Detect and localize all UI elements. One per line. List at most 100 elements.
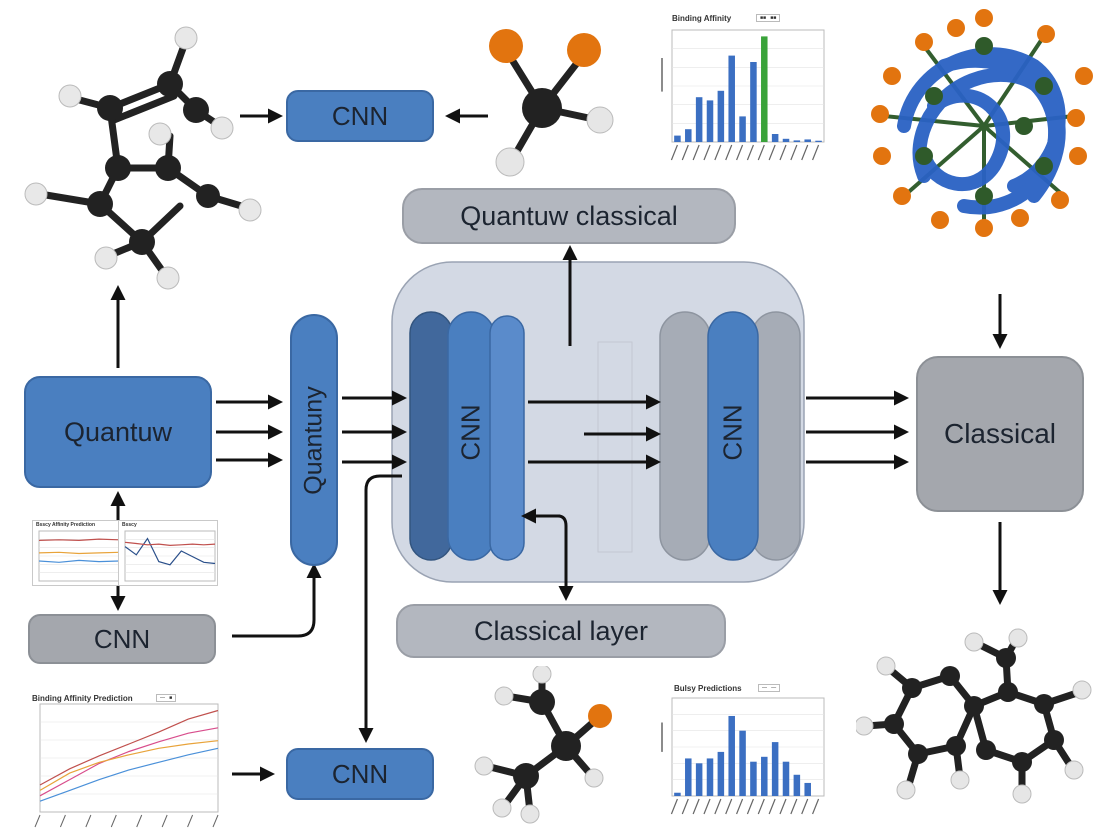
binding-affinity-tick-label <box>703 144 711 161</box>
binding-affinity-prediction-chart: Binding Affinity Prediction — ■ <box>4 690 224 830</box>
binding-affinity-tick-label <box>768 144 776 161</box>
binding-prediction-series-line <box>39 747 219 802</box>
binding-affinity-chart: Binding Affinity ■■ ■■ <box>644 8 830 176</box>
molecule-bottom-center <box>474 666 612 824</box>
binding-prediction-tick-label <box>136 814 143 828</box>
cnn-core-right-label: CNN <box>717 403 748 461</box>
binding-affinity-bar <box>706 100 714 142</box>
binding-predictions-bar <box>728 715 735 796</box>
cnn-core-left[interactable]: CNN <box>448 372 494 492</box>
binding-predictions-tick-label <box>779 798 787 815</box>
cnn-core-right[interactable]: CNN <box>708 372 758 492</box>
binding-affinity-tick-label <box>801 144 809 161</box>
cnn-node-bottom-label: CNN <box>331 758 389 789</box>
binding-affinity-bar <box>728 55 735 142</box>
binding-predictions-tick-label <box>790 798 798 815</box>
cnn-node-bottom[interactable]: CNN <box>286 748 434 800</box>
small-chart-a-title: Bsscy Affinity Prediction <box>36 522 95 528</box>
binding-prediction-series-line <box>39 727 219 797</box>
binding-affinity-bar <box>717 90 725 142</box>
small-chart-a-series-line <box>38 559 120 563</box>
cnn-layer-disk-4 <box>707 311 759 561</box>
arrow-cnn-to-core <box>232 563 322 638</box>
cnn-layer-disk-3 <box>489 315 525 561</box>
cnn-layer-disk-1 <box>409 311 453 561</box>
binding-affinity-bar <box>685 129 692 142</box>
binding-prediction-tick-label <box>110 814 117 828</box>
classical-node-label: Classical <box>943 418 1057 449</box>
binding-predictions-bar <box>793 774 801 796</box>
small-line-chart-b: Bsscy <box>118 520 218 586</box>
binding-predictions-tick-label <box>812 798 820 815</box>
binding-predictions-tick-label <box>714 798 722 815</box>
binding-predictions-tick-label <box>670 798 678 815</box>
small-chart-a-plot <box>38 530 120 582</box>
binding-affinity-bar <box>750 62 757 142</box>
binding-affinity-tick-label <box>725 144 733 161</box>
quantum-node[interactable]: Quantuw <box>24 376 212 488</box>
small-chart-b-series-line <box>124 541 216 547</box>
cnn-node-top-label: CNN <box>331 100 389 131</box>
binding-predictions-bar <box>761 756 768 796</box>
binding-prediction-tick-label <box>212 814 219 828</box>
molecule-top-center <box>489 29 614 177</box>
classical-layer-node[interactable]: Classical layer <box>396 604 726 658</box>
binding-prediction-tick-label <box>161 814 168 828</box>
binding-affinity-tick-label <box>746 144 754 161</box>
binding-affinity-bar <box>782 138 790 142</box>
binding-predictions-tick-label <box>768 798 776 815</box>
binding-predictions-bar <box>706 758 714 796</box>
cnn-node-top[interactable]: CNN <box>286 90 434 142</box>
binding-predictions-tick-label <box>736 798 744 815</box>
binding-predictions-title: Bulsy Predictions <box>674 684 742 693</box>
binding-affinity-bar <box>793 140 801 142</box>
binding-affinity-tick-label <box>714 144 722 161</box>
binding-predictions-bar <box>685 758 692 796</box>
binding-predictions-bar <box>771 742 779 796</box>
cnn-node-left-lower[interactable]: CNN <box>28 614 216 664</box>
binding-affinity-tick-label <box>681 144 689 161</box>
binding-predictions-plot <box>661 697 825 815</box>
binding-affinity-bar <box>674 135 681 142</box>
arrow-to-cnn-bottom-vertical <box>358 474 402 743</box>
binding-affinity-tick-label <box>757 144 765 161</box>
binding-affinity-bar <box>804 139 811 142</box>
classical-node[interactable]: Classical <box>916 356 1084 512</box>
binding-predictions-bar <box>739 730 746 796</box>
quantum-classical-node[interactable]: Quantuw classical <box>402 188 736 244</box>
binding-prediction-title: Binding Affinity Prediction <box>32 694 133 703</box>
binding-affinity-bar <box>815 140 822 142</box>
binding-predictions-legend: — — <box>758 684 781 692</box>
binding-affinity-tick-label <box>670 144 678 161</box>
processing-cylinder <box>391 261 805 583</box>
binding-predictions-bar <box>782 761 790 796</box>
binding-predictions-tick-label <box>725 798 733 815</box>
quantum-node-label: Quantuw <box>63 416 173 447</box>
binding-affinity-bar <box>739 116 746 142</box>
small-line-chart-a: Bsscy Affinity Prediction <box>32 520 122 586</box>
cnn-node-left-lower-label: CNN <box>93 623 151 654</box>
small-chart-b-title: Bsscy <box>122 522 137 528</box>
binding-predictions-chart: Bulsy Predictions — — <box>640 680 832 830</box>
binding-affinity-tick-label <box>736 144 744 161</box>
binding-prediction-tick-label <box>59 814 66 828</box>
binding-affinity-tick-label <box>790 144 798 161</box>
binding-prediction-series-line <box>39 709 219 786</box>
quantum-classical-label: Quantuw classical <box>460 200 678 231</box>
binding-affinity-tick-label <box>812 144 820 161</box>
binding-predictions-tick-label <box>692 798 700 815</box>
binding-predictions-tick-label <box>801 798 809 815</box>
cnn-core-left-label: CNN <box>455 403 486 461</box>
binding-predictions-bar <box>674 792 681 796</box>
binding-predictions-tick-label <box>746 798 754 815</box>
binding-affinity-bar <box>771 134 779 142</box>
molecule-top-left <box>24 26 262 290</box>
binding-prediction-tick-label <box>187 814 194 828</box>
quantum-vertical-node[interactable]: Quantuny <box>290 314 338 566</box>
binding-prediction-tick-label <box>34 814 41 828</box>
binding-predictions-bar <box>804 782 811 796</box>
binding-affinity-bar <box>695 97 703 142</box>
binding-predictions-tick-label <box>757 798 765 815</box>
classical-layer-label: Classical layer <box>473 615 649 646</box>
